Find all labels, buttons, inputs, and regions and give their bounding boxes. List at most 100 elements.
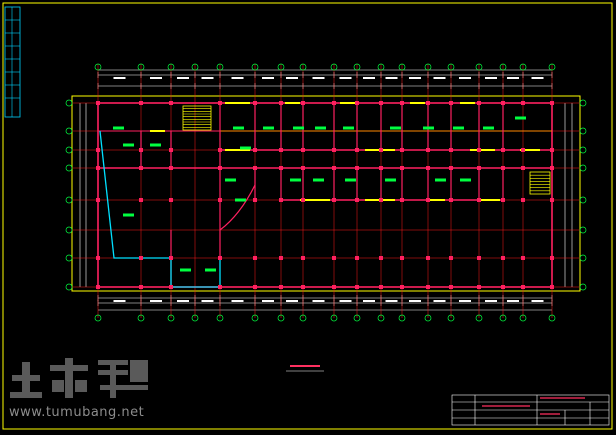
structural-column — [501, 285, 505, 289]
dimension-text — [177, 300, 189, 302]
axis-tag — [65, 254, 73, 262]
structural-column — [400, 101, 404, 105]
dimension-text — [312, 77, 325, 79]
axis-tag — [424, 314, 432, 322]
structural-column — [550, 198, 554, 202]
structural-column — [379, 198, 383, 202]
structural-column — [139, 256, 143, 260]
structural-column — [379, 166, 383, 170]
room-label — [123, 143, 134, 147]
plan-boundary — [71, 95, 581, 292]
structural-column — [355, 148, 359, 152]
structural-column — [253, 166, 257, 170]
structural-column — [355, 166, 359, 170]
structural-column — [139, 148, 143, 152]
structural-column — [253, 198, 257, 202]
dimension-text — [459, 300, 471, 302]
structural-column — [332, 148, 336, 152]
room-label — [123, 213, 134, 217]
structural-column — [379, 101, 383, 105]
structural-column — [301, 101, 305, 105]
room-label — [233, 126, 244, 130]
axis-tag — [299, 314, 307, 322]
structural-column — [449, 148, 453, 152]
axis-tag — [137, 63, 145, 71]
structural-column — [426, 148, 430, 152]
binding-strip-cells — [5, 7, 20, 117]
axis-tag — [65, 146, 73, 154]
structural-column — [218, 148, 222, 152]
structural-column — [400, 256, 404, 260]
axis-tag — [475, 63, 483, 71]
structural-column — [139, 285, 143, 289]
structural-column — [426, 256, 430, 260]
dimension-text — [507, 300, 519, 302]
structural-column — [301, 256, 305, 260]
structural-column — [279, 198, 283, 202]
structural-column — [501, 166, 505, 170]
structural-column — [501, 256, 505, 260]
dimension-text — [113, 77, 126, 79]
structural-column — [400, 198, 404, 202]
structural-column — [521, 198, 525, 202]
structural-column — [218, 166, 222, 170]
room-label — [423, 126, 434, 130]
dimension-text — [262, 300, 274, 302]
axis-tag — [353, 314, 361, 322]
structural-column — [550, 285, 554, 289]
axis-tag — [65, 164, 73, 172]
structural-column — [169, 285, 173, 289]
structural-column — [332, 198, 336, 202]
structural-column — [477, 148, 481, 152]
structural-column — [96, 285, 100, 289]
structural-column — [218, 198, 222, 202]
axis-tag — [377, 63, 385, 71]
structural-column — [169, 101, 173, 105]
axis-tag — [216, 314, 224, 322]
structural-column — [426, 198, 430, 202]
room-label — [343, 126, 354, 130]
structural-column — [550, 166, 554, 170]
axis-tag — [251, 314, 259, 322]
structural-column — [477, 285, 481, 289]
dimension-text — [201, 300, 214, 302]
structural-column — [550, 256, 554, 260]
axis-tag — [579, 146, 587, 154]
room-label — [453, 126, 464, 130]
axis-tag — [377, 314, 385, 322]
structural-column — [253, 101, 257, 105]
axis-tag — [579, 254, 587, 262]
glass-wall — [99, 130, 221, 288]
structural-column — [218, 285, 222, 289]
dimension-text — [507, 77, 519, 79]
room-label — [113, 126, 124, 130]
axis-tag — [519, 314, 527, 322]
structural-column — [477, 101, 481, 105]
drawing-frame — [2, 2, 613, 430]
title-block — [451, 394, 610, 426]
structural-column — [139, 166, 143, 170]
dimension-text — [286, 77, 298, 79]
axis-tag — [137, 314, 145, 322]
dimension-text — [409, 77, 421, 79]
structural-column — [218, 256, 222, 260]
room-label — [345, 178, 356, 182]
room-label — [515, 116, 526, 120]
axis-tag — [499, 63, 507, 71]
structural-column — [169, 256, 173, 260]
room-label — [460, 178, 471, 182]
structural-column — [96, 148, 100, 152]
axis-tag — [191, 63, 199, 71]
axis-tag — [216, 63, 224, 71]
structural-column — [449, 166, 453, 170]
structural-column — [355, 198, 359, 202]
axis-tag — [94, 63, 102, 71]
watermark-site: www.tumubang.net — [9, 405, 145, 420]
dimension-text — [339, 300, 352, 302]
structural-column — [501, 148, 505, 152]
structural-column — [449, 198, 453, 202]
curved-wall — [219, 184, 256, 231]
structural-column — [501, 198, 505, 202]
structural-column — [139, 198, 143, 202]
